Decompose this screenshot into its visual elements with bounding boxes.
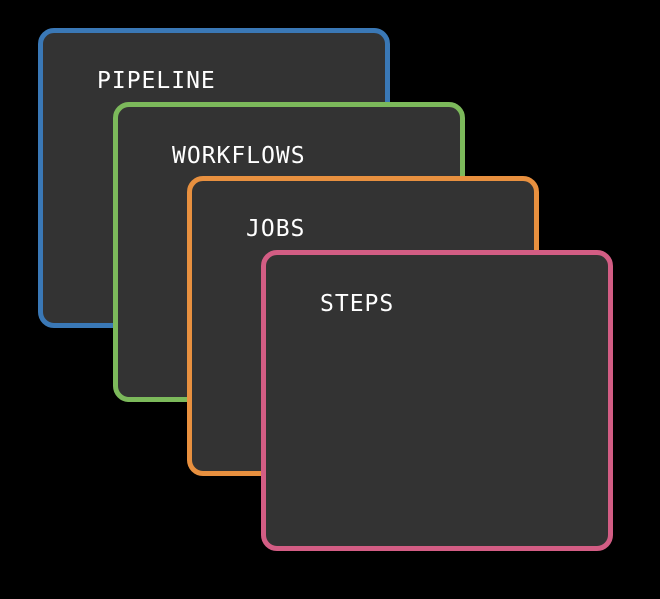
steps-label: STEPS — [320, 291, 395, 317]
steps-card: STEPS — [261, 250, 613, 551]
jobs-label: JOBS — [246, 216, 306, 242]
pipeline-label: PIPELINE — [97, 68, 216, 94]
workflows-label: WORKFLOWS — [172, 143, 306, 169]
